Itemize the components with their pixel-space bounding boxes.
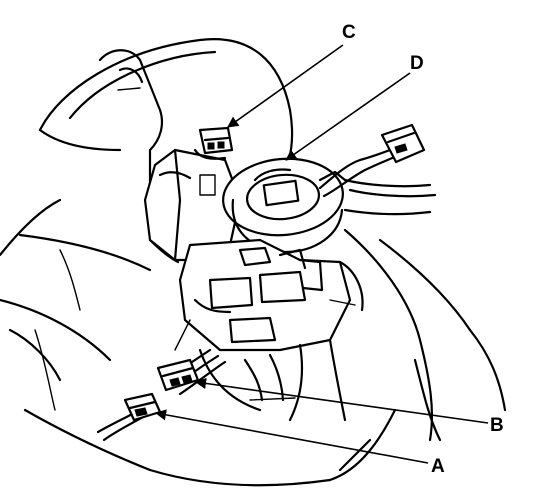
cable-reel [222,157,347,254]
leader-line-b [194,377,489,424]
connector-a [123,392,162,422]
leader-line-c [227,44,344,128]
connector-c [193,126,234,160]
callout-label-c: C [342,22,356,43]
steering-wheel-outline [0,38,294,382]
reel-harness [318,123,437,216]
lower-harness [96,348,227,442]
callout-label-b: B [490,415,504,436]
leader-line-d [285,72,411,161]
callout-label-d: D [410,53,424,74]
leader-line-a [154,409,429,464]
callout-label-a: A [431,456,445,477]
switch-assembly [174,238,364,352]
connector-b [156,358,200,392]
lower-column [198,338,347,422]
